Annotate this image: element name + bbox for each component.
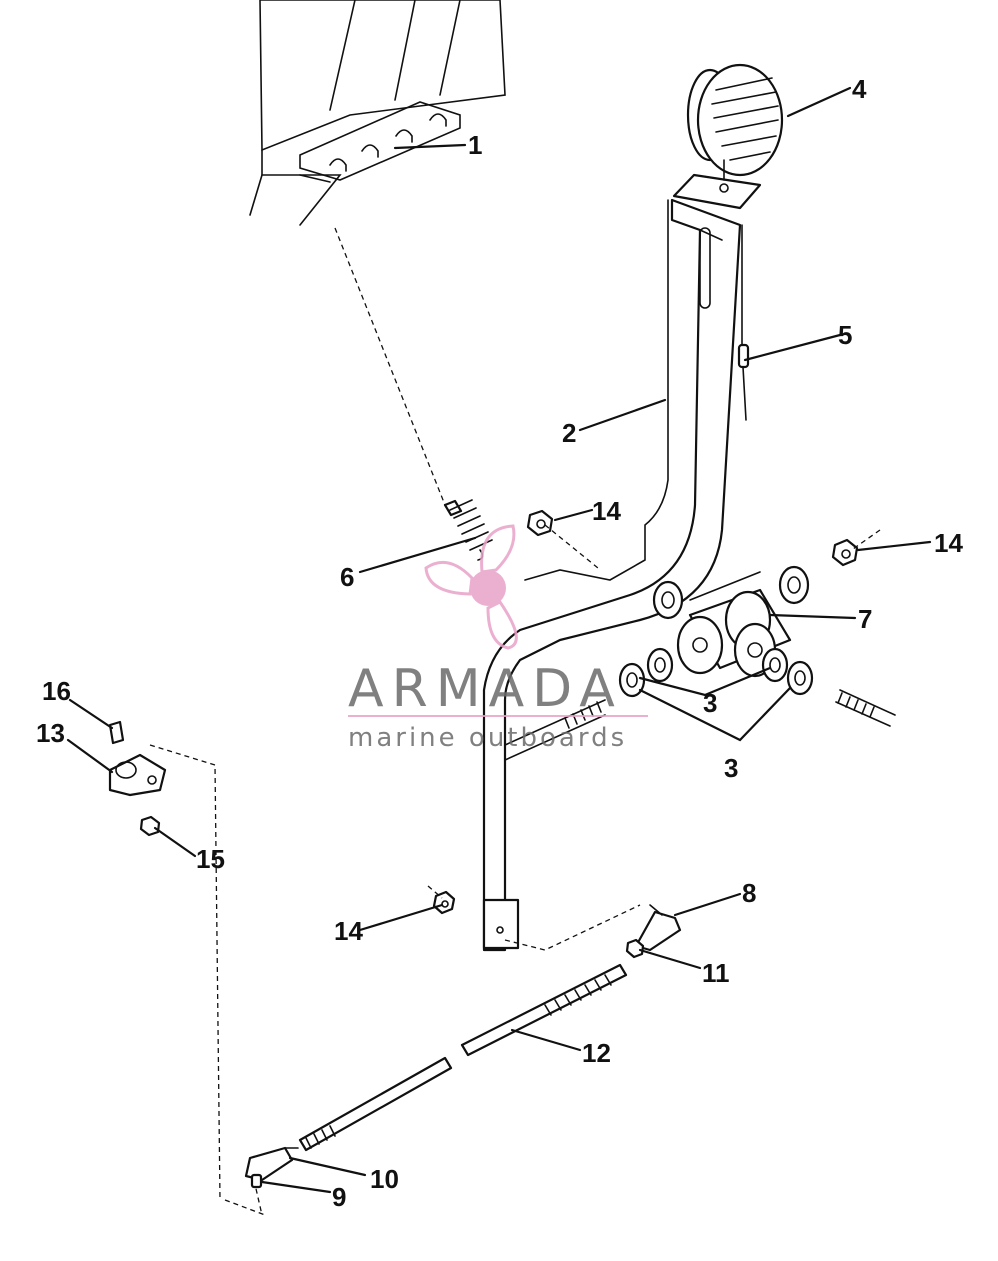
nut-guide-line-2 <box>852 529 881 550</box>
nut-part-11 <box>625 938 645 959</box>
callout-14-right: 14 <box>934 528 963 558</box>
callout-14-upper: 14 <box>592 496 621 526</box>
callout-14-lower: 14 <box>334 916 363 946</box>
motor-housing <box>249 0 506 226</box>
callout-5: 5 <box>838 320 852 350</box>
linkage-guide-line <box>504 904 641 951</box>
callout-2: 2 <box>562 418 576 448</box>
nut-part-14-right <box>831 538 859 567</box>
spring-part-6 <box>443 499 493 561</box>
callout-12: 12 <box>582 1038 611 1068</box>
callout-1: 1 <box>468 130 482 160</box>
callout-15: 15 <box>196 844 225 874</box>
callout-3-lower: 3 <box>724 753 738 783</box>
threaded-stud <box>835 689 896 727</box>
callout-6: 6 <box>340 562 354 592</box>
knob-part-4 <box>672 63 784 210</box>
callout-11: 11 <box>702 958 730 988</box>
watermark-logo: ARMADA marine outboards <box>348 524 648 753</box>
bracket-part-1 <box>299 101 461 181</box>
control-rod-part-12 <box>298 963 628 1152</box>
nut-part-15 <box>139 815 161 837</box>
bracket-part-13 <box>108 753 167 797</box>
ball-joint-part-10 <box>244 1146 299 1182</box>
nut-guide-line-3 <box>427 885 443 899</box>
callout-7: 7 <box>858 604 872 634</box>
nut-guide-line <box>544 524 599 569</box>
nut-part-14-upper <box>526 509 554 537</box>
nut-part-14-lower <box>432 890 456 915</box>
callout-16: 16 <box>42 676 71 706</box>
ball-guide-line <box>253 1179 263 1216</box>
spring-guide-line <box>334 227 446 506</box>
pivot-block-part-7 <box>676 571 792 678</box>
pin-part-5 <box>737 224 750 421</box>
callout-9: 9 <box>332 1182 346 1212</box>
washers-part-3 <box>618 565 814 698</box>
ball-stud-part-9 <box>250 1173 263 1189</box>
callout-13: 13 <box>36 718 65 748</box>
clip-part-16 <box>108 720 125 745</box>
ball-joint-part-8 <box>634 904 682 952</box>
shift-lever-part-2 <box>482 198 742 952</box>
leader-lines <box>66 86 932 1194</box>
callout-3-upper: 3 <box>703 688 717 718</box>
propeller-icon <box>424 524 518 650</box>
cable-guide-line-2 <box>224 1199 266 1216</box>
callout-8: 8 <box>742 878 756 908</box>
callout-10: 10 <box>370 1164 399 1194</box>
callout-4: 4 <box>852 74 867 104</box>
cable-guide-line <box>149 744 221 1201</box>
watermark-brand: ARMADA <box>348 659 623 719</box>
watermark-tagline: marine outboards <box>348 723 627 753</box>
